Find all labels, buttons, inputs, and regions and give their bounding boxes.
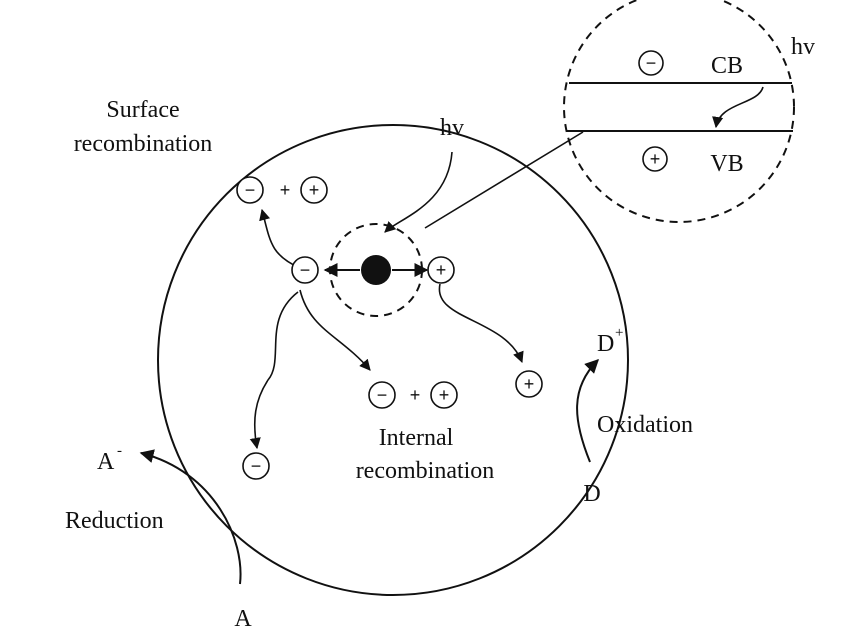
svg-text:−: − — [245, 180, 256, 200]
electron-to-surface-path — [259, 208, 301, 269]
svg-text:A: A — [97, 449, 115, 475]
svg-text:D: D — [597, 331, 614, 357]
svg-text:+: + — [615, 325, 623, 341]
surface-electron-bottom: − — [242, 452, 270, 480]
semiconductor-particle — [157, 124, 629, 596]
svg-text:+: + — [650, 149, 661, 169]
label-internal-line2: recombination — [356, 458, 495, 484]
band-diagram-inset — [563, 0, 795, 223]
label-a-minus: A - — [97, 443, 122, 475]
separated-electron: − — [291, 256, 319, 284]
inset-electron: − — [638, 50, 664, 76]
label-reduction: Reduction — [65, 508, 164, 534]
light-arrow-main — [384, 151, 453, 233]
internal-pair: − + + — [368, 381, 458, 409]
label-vb: VB — [710, 151, 743, 177]
label-oxidation: Oxidation — [597, 412, 693, 438]
surface-hole-right: + — [515, 370, 543, 398]
connector-line — [424, 131, 584, 229]
label-internal-line1: Internal — [379, 425, 454, 451]
internal-plus-sign: + — [410, 385, 421, 405]
electron-to-surface-bottom-path — [249, 291, 299, 450]
label-d: D — [583, 481, 600, 507]
reduction-arrow — [139, 449, 242, 585]
svg-text:-: - — [117, 443, 122, 459]
internal-hole — [430, 381, 458, 409]
label-a: A — [234, 606, 252, 632]
inset-hole: + — [642, 146, 668, 172]
label-cb: CB — [711, 53, 743, 79]
svg-text:−: − — [300, 260, 311, 280]
surface-hole — [300, 176, 328, 204]
svg-text:+: + — [524, 374, 535, 394]
surface-electron — [236, 176, 264, 204]
label-hv-inset: hv — [791, 34, 815, 60]
hole-migration-path — [438, 283, 524, 364]
excitation-center — [361, 255, 391, 285]
light-arrow-inset — [712, 86, 764, 129]
svg-text:−: − — [377, 385, 388, 405]
label-hv-main: hv — [440, 115, 464, 141]
svg-text:−: − — [251, 456, 262, 476]
label-surface-line2: recombination — [74, 131, 213, 157]
svg-text:+: + — [309, 180, 320, 200]
surface-plus-sign: + — [280, 180, 291, 200]
svg-text:−: − — [646, 53, 657, 73]
svg-text:+: + — [439, 385, 450, 405]
label-surface-line1: Surface — [106, 97, 179, 123]
label-d-plus: D + — [597, 325, 623, 357]
oxidation-arrow — [576, 359, 599, 463]
internal-electron — [368, 381, 396, 409]
electron-to-internal-path — [299, 289, 371, 371]
svg-text:+: + — [436, 260, 447, 280]
surface-pair: − + + — [236, 176, 328, 204]
separated-hole: + — [427, 256, 455, 284]
